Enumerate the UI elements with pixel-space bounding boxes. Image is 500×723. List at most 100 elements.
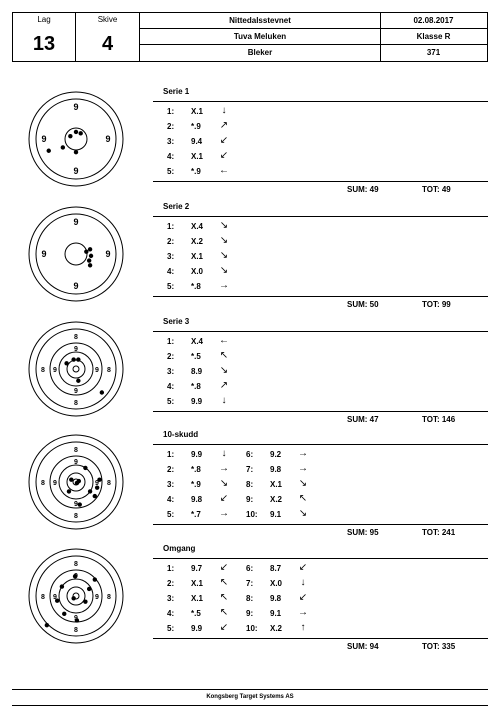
shot-value: *.7 [191, 510, 201, 519]
series-title: Omgang [163, 544, 196, 553]
hit-mark [87, 247, 93, 252]
shot-value: *.8 [191, 382, 201, 391]
shot-value: 9.2 [270, 450, 282, 459]
shot-value: *.5 [191, 352, 201, 361]
hit-mark [73, 129, 79, 135]
hit-mark [76, 357, 81, 362]
hit-mark [94, 485, 100, 490]
shot-direction-icon: ↓ [221, 395, 227, 406]
shot-direction-icon: ↓ [221, 448, 227, 459]
shot-number: 9: [246, 495, 254, 504]
shot-direction-icon: ↗ [219, 120, 229, 131]
shot-number: 5: [167, 167, 175, 176]
shot-value: 8.7 [270, 564, 282, 573]
footer-company: Kongsberg Target Systems AS [206, 694, 294, 700]
shot-number: 6: [246, 564, 254, 573]
shot-number: 4: [167, 382, 175, 391]
target-ring [28, 91, 124, 187]
hit-mark [78, 131, 83, 136]
shot-value: *.9 [191, 122, 201, 131]
shot-value: X.2 [270, 495, 283, 504]
header-row-2: Tuva Meluken Klasse R [140, 29, 487, 45]
ring-label: 9 [105, 249, 110, 259]
shot-direction-icon: ↖ [219, 607, 229, 618]
shot-value: 9.4 [191, 137, 203, 146]
hit-mark [59, 584, 65, 589]
shot-number: 10: [246, 510, 258, 519]
hit-mark [64, 361, 69, 366]
shot-number: 2: [167, 465, 175, 474]
shot-number: 8: [246, 480, 254, 489]
shot-value: X.1 [191, 252, 204, 261]
ring-label: 9 [41, 134, 46, 144]
hit-mark [72, 574, 78, 579]
shot-value: 9.9 [191, 624, 203, 633]
series-sum: SUM: 47 [347, 415, 379, 424]
shot-value: X.1 [191, 594, 204, 603]
shot-direction-icon: ↗ [219, 380, 229, 391]
ring-label: 9 [74, 459, 78, 466]
ring-label: 8 [41, 594, 45, 601]
series-sum: SUM: 50 [347, 300, 379, 309]
shooter-name: Tuva Meluken [233, 32, 287, 41]
shot-number: 2: [167, 122, 175, 131]
hit-mark [99, 390, 105, 395]
hit-mark [71, 596, 76, 601]
target-ring [49, 342, 103, 396]
shot-value: X.0 [270, 579, 283, 588]
shot-number: 2: [167, 579, 175, 588]
ring-label: 8 [74, 334, 78, 341]
series-total: TOT: 49 [422, 185, 451, 194]
shot-value: 9.8 [270, 594, 282, 603]
shot-value: 9.9 [191, 397, 203, 406]
ring-label: 9 [53, 367, 57, 374]
skive-label: Skive [97, 15, 118, 24]
shot-value: X.1 [191, 107, 204, 116]
shot-value: X.4 [191, 222, 204, 231]
shot-direction-icon: ↑ [300, 622, 306, 633]
shot-direction-icon: ↘ [298, 508, 308, 519]
shot-number: 7: [246, 465, 254, 474]
shot-number: 1: [167, 450, 175, 459]
hit-mark [60, 145, 66, 150]
shooter-class: Klasse R [416, 32, 451, 41]
series-title-line [153, 101, 488, 102]
target-ring [35, 98, 117, 180]
shot-direction-icon: ↙ [298, 562, 308, 573]
series-block: 88889999Omgang1:9.7↙2:X.1↖3:X.1↖4:*.5↖5:… [0, 542, 500, 652]
footer-divider-bottom [12, 705, 488, 706]
shot-value: X.1 [191, 579, 204, 588]
series-title-line [153, 216, 488, 217]
ring-label: 9 [95, 480, 99, 487]
series-sum-line [153, 638, 488, 639]
shot-direction-icon: ↘ [219, 250, 229, 261]
hit-mark [66, 489, 72, 494]
shot-value: *.9 [191, 167, 201, 176]
hit-mark [97, 477, 102, 482]
ring-label: 9 [74, 346, 78, 353]
shot-number: 1: [167, 222, 175, 231]
hit-mark [44, 622, 50, 628]
shot-direction-icon: ↘ [219, 365, 229, 376]
shot-number: 5: [167, 624, 175, 633]
ring-label: 9 [95, 367, 99, 374]
shot-number: 5: [167, 397, 175, 406]
target-ring [28, 548, 124, 644]
shot-number: 6: [246, 450, 254, 459]
target-ring [66, 472, 86, 492]
shot-value: X.1 [191, 152, 204, 161]
shot-direction-icon: ↙ [298, 592, 308, 603]
shot-number: 5: [167, 510, 175, 519]
hit-mark [76, 478, 82, 484]
target-ring [35, 555, 117, 637]
target-ring [72, 592, 80, 600]
shot-number: 7: [246, 579, 254, 588]
shot-number: 3: [167, 367, 175, 376]
series-sum-line [153, 524, 488, 525]
ring-label: 9 [41, 249, 46, 259]
hit-mark [83, 599, 88, 604]
